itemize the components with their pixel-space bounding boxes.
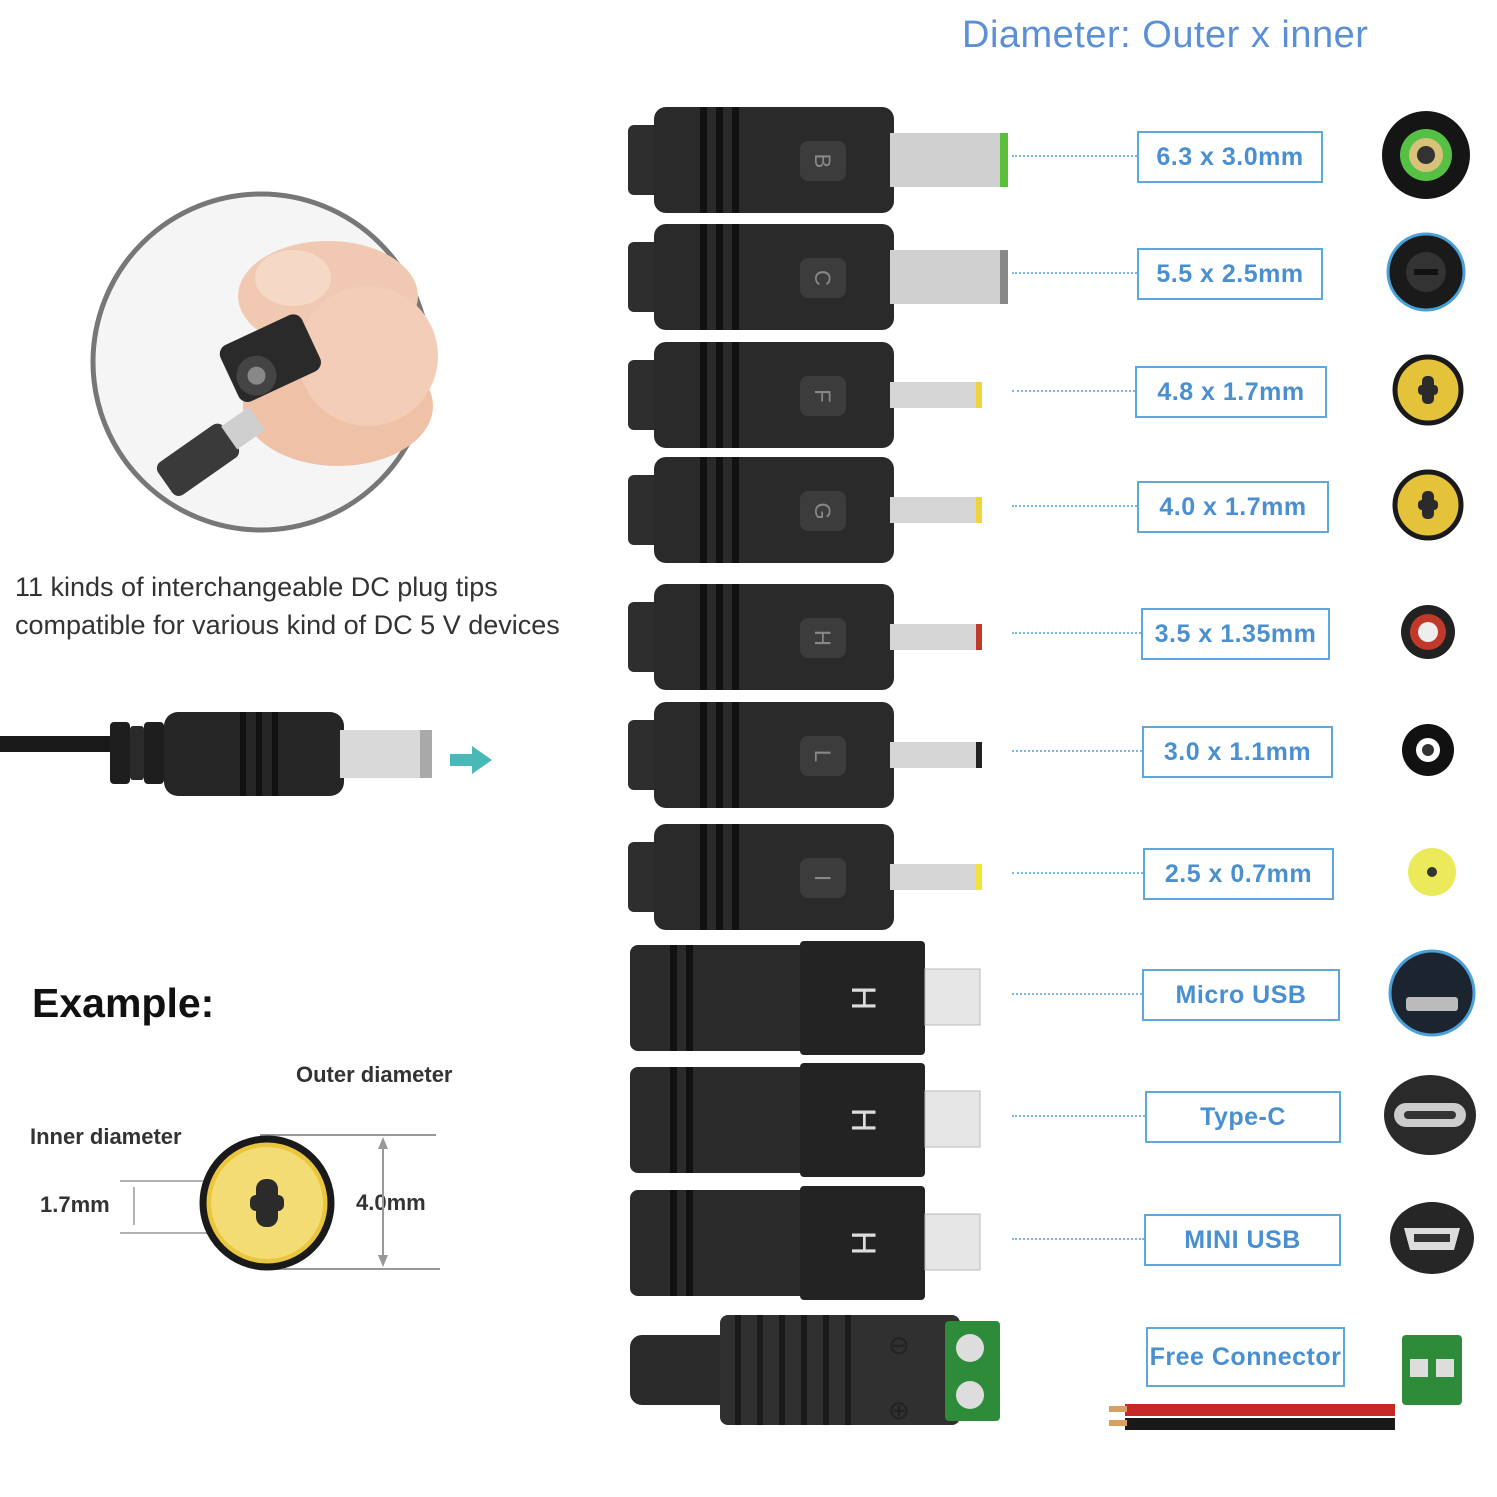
tip-letter: F [810, 389, 835, 402]
tip-size-label: 3.0 x 1.1mm [1142, 726, 1333, 778]
connector-face-icon [1390, 1202, 1474, 1274]
tip-letter: H [844, 986, 882, 1011]
tip-letter: G [810, 502, 835, 519]
connector-face-icon [1386, 232, 1466, 312]
tip-size-label: 2.5 x 0.7mm [1143, 848, 1334, 900]
diameter-diagram [120, 1134, 440, 1271]
leader-line [1012, 272, 1137, 274]
adapter-tip-11 [630, 1315, 1000, 1425]
connector-face-icon [1401, 605, 1455, 659]
tip-size-label: 4.0 x 1.7mm [1137, 481, 1329, 533]
leader-line [1012, 632, 1141, 634]
hand-connector-photo [90, 191, 438, 533]
leader-line [1012, 1238, 1144, 1240]
tip-letter: B [810, 154, 835, 169]
leader-line [1012, 155, 1137, 157]
connector-face-icon [1384, 1075, 1476, 1155]
connector-face-icon [1388, 949, 1476, 1037]
dc-male-plug-cable [0, 712, 492, 796]
diameter-header: Diameter: Outer x inner [962, 14, 1369, 56]
adapter-tip-6: L [628, 702, 982, 808]
connector-face-icon [1392, 469, 1464, 541]
adapter-tip-1: B [628, 107, 1008, 213]
tip-size-label: MINI USB [1144, 1214, 1341, 1266]
tip-size-label: 4.8 x 1.7mm [1135, 366, 1327, 418]
description: 11 kinds of interchangeable DC plug tips… [15, 568, 560, 644]
connector-face-icon [1408, 848, 1456, 896]
tip-letter: H [844, 1108, 882, 1133]
leader-line [1012, 505, 1137, 507]
adapter-tip-7: I [628, 824, 982, 930]
tip-size-label: 5.5 x 2.5mm [1137, 248, 1323, 300]
minus-symbol: ⊖ [888, 1330, 910, 1360]
leader-line [1012, 872, 1143, 874]
connector-face-icon [1402, 724, 1454, 776]
tip-size-label: Free Connector [1146, 1327, 1345, 1387]
leader-line [1012, 390, 1135, 392]
tip-size-label: 6.3 x 3.0mm [1137, 131, 1323, 183]
tip-size-label: Type-C [1145, 1091, 1341, 1143]
leader-line [1012, 750, 1142, 752]
tip-letter: H [844, 1231, 882, 1256]
tip-size-label: 3.5 x 1.35mm [1141, 608, 1330, 660]
adapter-tip-4: G [628, 457, 982, 563]
example-title: Example: [32, 980, 215, 1026]
leader-line [1012, 1115, 1145, 1117]
adapter-tip-10: H [630, 1186, 981, 1300]
tip-size-label: Micro USB [1142, 969, 1340, 1021]
adapter-tip-9: H [630, 1063, 981, 1177]
tip-letter: L [810, 750, 835, 762]
adapter-tip-8: H [630, 941, 981, 1055]
plus-symbol: ⊕ [888, 1395, 910, 1425]
outer-diameter-value: 4.0mm [356, 1190, 426, 1215]
tip-letter: I [810, 875, 835, 881]
outer-diameter-label: Outer diameter [296, 1062, 453, 1087]
inner-diameter-label: Inner diameter [30, 1124, 182, 1149]
leader-line [1012, 993, 1142, 995]
connector-face-icon [1402, 1335, 1462, 1405]
adapter-tip-3: F [628, 342, 982, 448]
connector-face-icon [1382, 111, 1470, 199]
adapter-tip-2: C [628, 224, 1008, 330]
red-black-wire [1109, 1404, 1395, 1430]
tip-letter: C [810, 270, 835, 286]
connector-face-icon [1392, 354, 1464, 426]
tip-letter: H [810, 630, 835, 646]
description-line-1: 11 kinds of interchangeable DC plug tips [15, 572, 498, 602]
adapter-tip-5: H [628, 584, 982, 690]
description-line-2: compatible for various kind of DC 5 V de… [15, 610, 560, 640]
inner-diameter-value: 1.7mm [40, 1192, 110, 1217]
